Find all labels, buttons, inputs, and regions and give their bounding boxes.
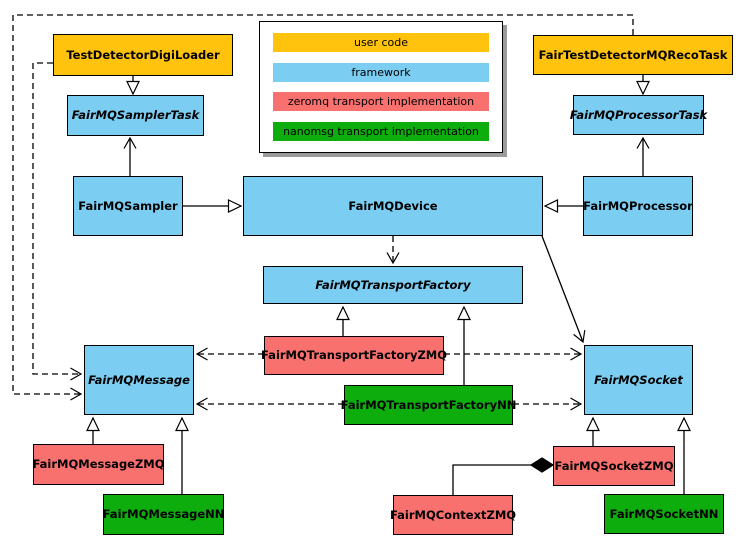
edge-digiloader-to-message	[32, 62, 83, 381]
composition-diamond-icon	[529, 457, 555, 473]
node-fairmq-device: FairMQDevice	[243, 176, 543, 236]
node-fairmq-socket-nn: FairMQSocketNN	[604, 494, 724, 534]
node-fairmq-sampler-task: FairMQSamplerTask	[67, 95, 204, 136]
node-fairmq-transport-factory: FairMQTransportFactory	[263, 266, 523, 304]
legend-item-nanomsg: nanomsg transport implementation	[273, 122, 489, 142]
legend: user code framework zeromq transport imp…	[259, 21, 503, 153]
node-fairmq-socket-zmq: FairMQSocketZMQ	[553, 446, 675, 486]
node-fairmq-sampler: FairMQSampler	[73, 176, 183, 236]
node-test-detector-digi-loader: TestDetectorDigiLoader	[53, 34, 233, 76]
node-fair-test-detector-mq-reco-task: FairTestDetectorMQRecoTask	[533, 35, 733, 75]
node-fairmq-context-zmq: FairMQContextZMQ	[390, 495, 516, 535]
node-fairmq-message: FairMQMessage	[84, 345, 194, 415]
node-fairmq-message-nn: FairMQMessageNN	[103, 494, 224, 535]
node-fairmq-processor: FairMQProcessor	[583, 176, 693, 236]
node-fairmq-socket: FairMQSocket	[584, 345, 693, 415]
legend-item-zeromq: zeromq transport implementation	[273, 92, 489, 112]
node-fairmq-transport-factory-zmq: FairMQTransportFactoryZMQ	[261, 336, 447, 375]
node-fairmq-message-zmq: FairMQMessageZMQ	[32, 444, 165, 485]
legend-item-framework: framework	[273, 62, 489, 82]
node-fairmq-processor-task: FairMQProcessorTask	[570, 95, 707, 135]
legend-item-user-code: user code	[273, 32, 489, 52]
node-fairmq-transport-factory-nn: FairMQTransportFactoryNN	[341, 385, 516, 425]
edge-device-to-socket	[541, 235, 586, 344]
edge-recotask-to-message	[12, 14, 634, 401]
edge-contextzmq-to-socketzmq	[452, 464, 532, 495]
